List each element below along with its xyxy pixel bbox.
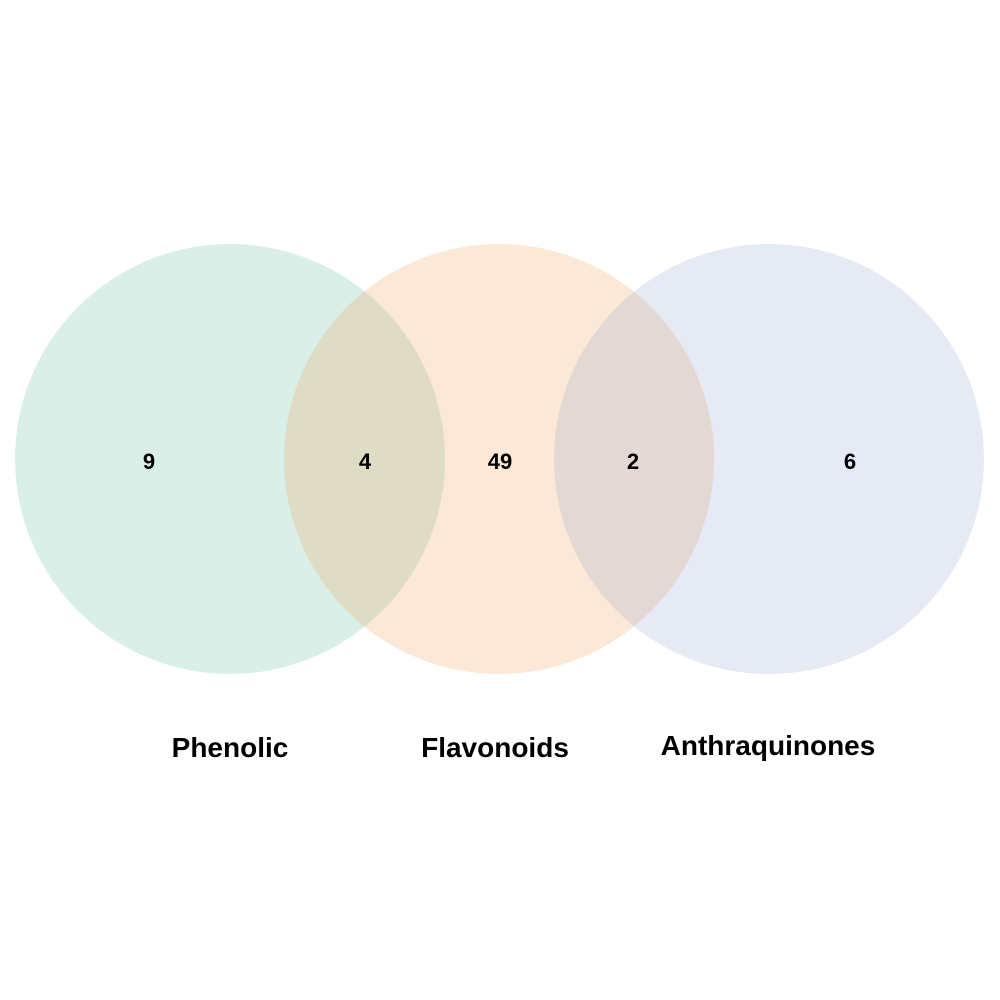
region-counts: 9 4 49 2 6: [143, 449, 856, 474]
count-flavonoids-only: 49: [488, 449, 512, 474]
set-label-phenolic: Phenolic: [172, 732, 289, 763]
count-anthraquinones-only: 6: [844, 449, 856, 474]
set-labels: Phenolic Flavonoids Anthraquinones: [172, 730, 876, 763]
count-flavonoids-anthraquinones: 2: [627, 449, 639, 474]
set-circle-phenolic: [15, 244, 445, 674]
set-label-anthraquinones: Anthraquinones: [661, 730, 876, 761]
set-label-flavonoids: Flavonoids: [421, 732, 569, 763]
set-circle-flavonoids: [284, 244, 714, 674]
set-circles: [15, 244, 984, 674]
set-circle-anthraquinones: [554, 244, 984, 674]
count-phenolic-flavonoids: 4: [359, 449, 372, 474]
count-phenolic-only: 9: [143, 449, 155, 474]
